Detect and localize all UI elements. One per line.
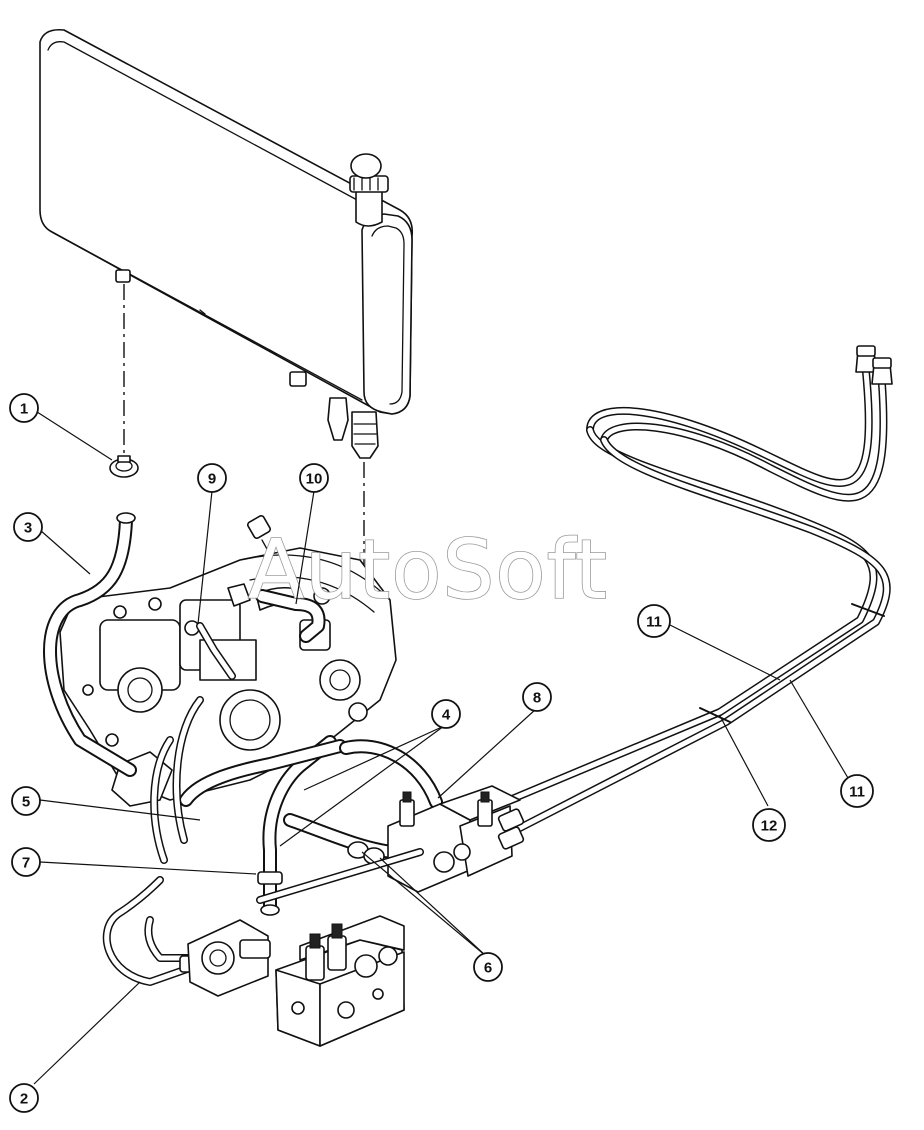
callout-7: 7 (11, 847, 41, 877)
callout-11-upper: 11 (637, 604, 671, 638)
middle-hoses (150, 696, 443, 916)
control-valve-block (187, 915, 405, 1047)
callout-6: 6 (473, 952, 503, 982)
callout-11-lower: 11 (840, 774, 874, 808)
svg-text:4: 4 (442, 707, 451, 724)
callout-2: 2 (9, 1083, 39, 1113)
svg-text:12: 12 (761, 818, 778, 835)
svg-text:1: 1 (20, 401, 28, 418)
callout-8: 8 (522, 682, 552, 712)
svg-text:11: 11 (646, 614, 662, 631)
callout-3: 3 (13, 512, 43, 542)
callout-5: 5 (11, 786, 41, 816)
suction-hose (43, 512, 137, 777)
svg-text:3: 3 (24, 520, 32, 537)
filler-cap (349, 153, 389, 227)
valve-block-right (387, 785, 525, 893)
leader-lines (33, 409, 849, 1085)
svg-text:7: 7 (22, 855, 30, 872)
svg-text:11: 11 (849, 784, 865, 801)
svg-text:2: 2 (20, 1091, 28, 1108)
callout-9: 9 (197, 463, 227, 493)
svg-text:10: 10 (306, 471, 323, 488)
long-hose-bundle (496, 345, 893, 836)
svg-text:5: 5 (22, 794, 30, 811)
callout-12: 12 (752, 808, 786, 842)
callout-1: 1 (9, 393, 39, 423)
cross-hose (256, 848, 424, 904)
svg-text:6: 6 (484, 960, 492, 977)
tank-bottom-fittings (115, 269, 379, 459)
hydraulic-tank (39, 28, 414, 415)
svg-text:8: 8 (533, 690, 541, 707)
hose-clamp (109, 455, 139, 478)
svg-text:9: 9 (208, 471, 216, 488)
callout-10: 10 (299, 463, 329, 493)
watermark: AutoSoft (248, 523, 608, 618)
callout-4: 4 (431, 699, 461, 729)
return-hose (102, 876, 200, 986)
